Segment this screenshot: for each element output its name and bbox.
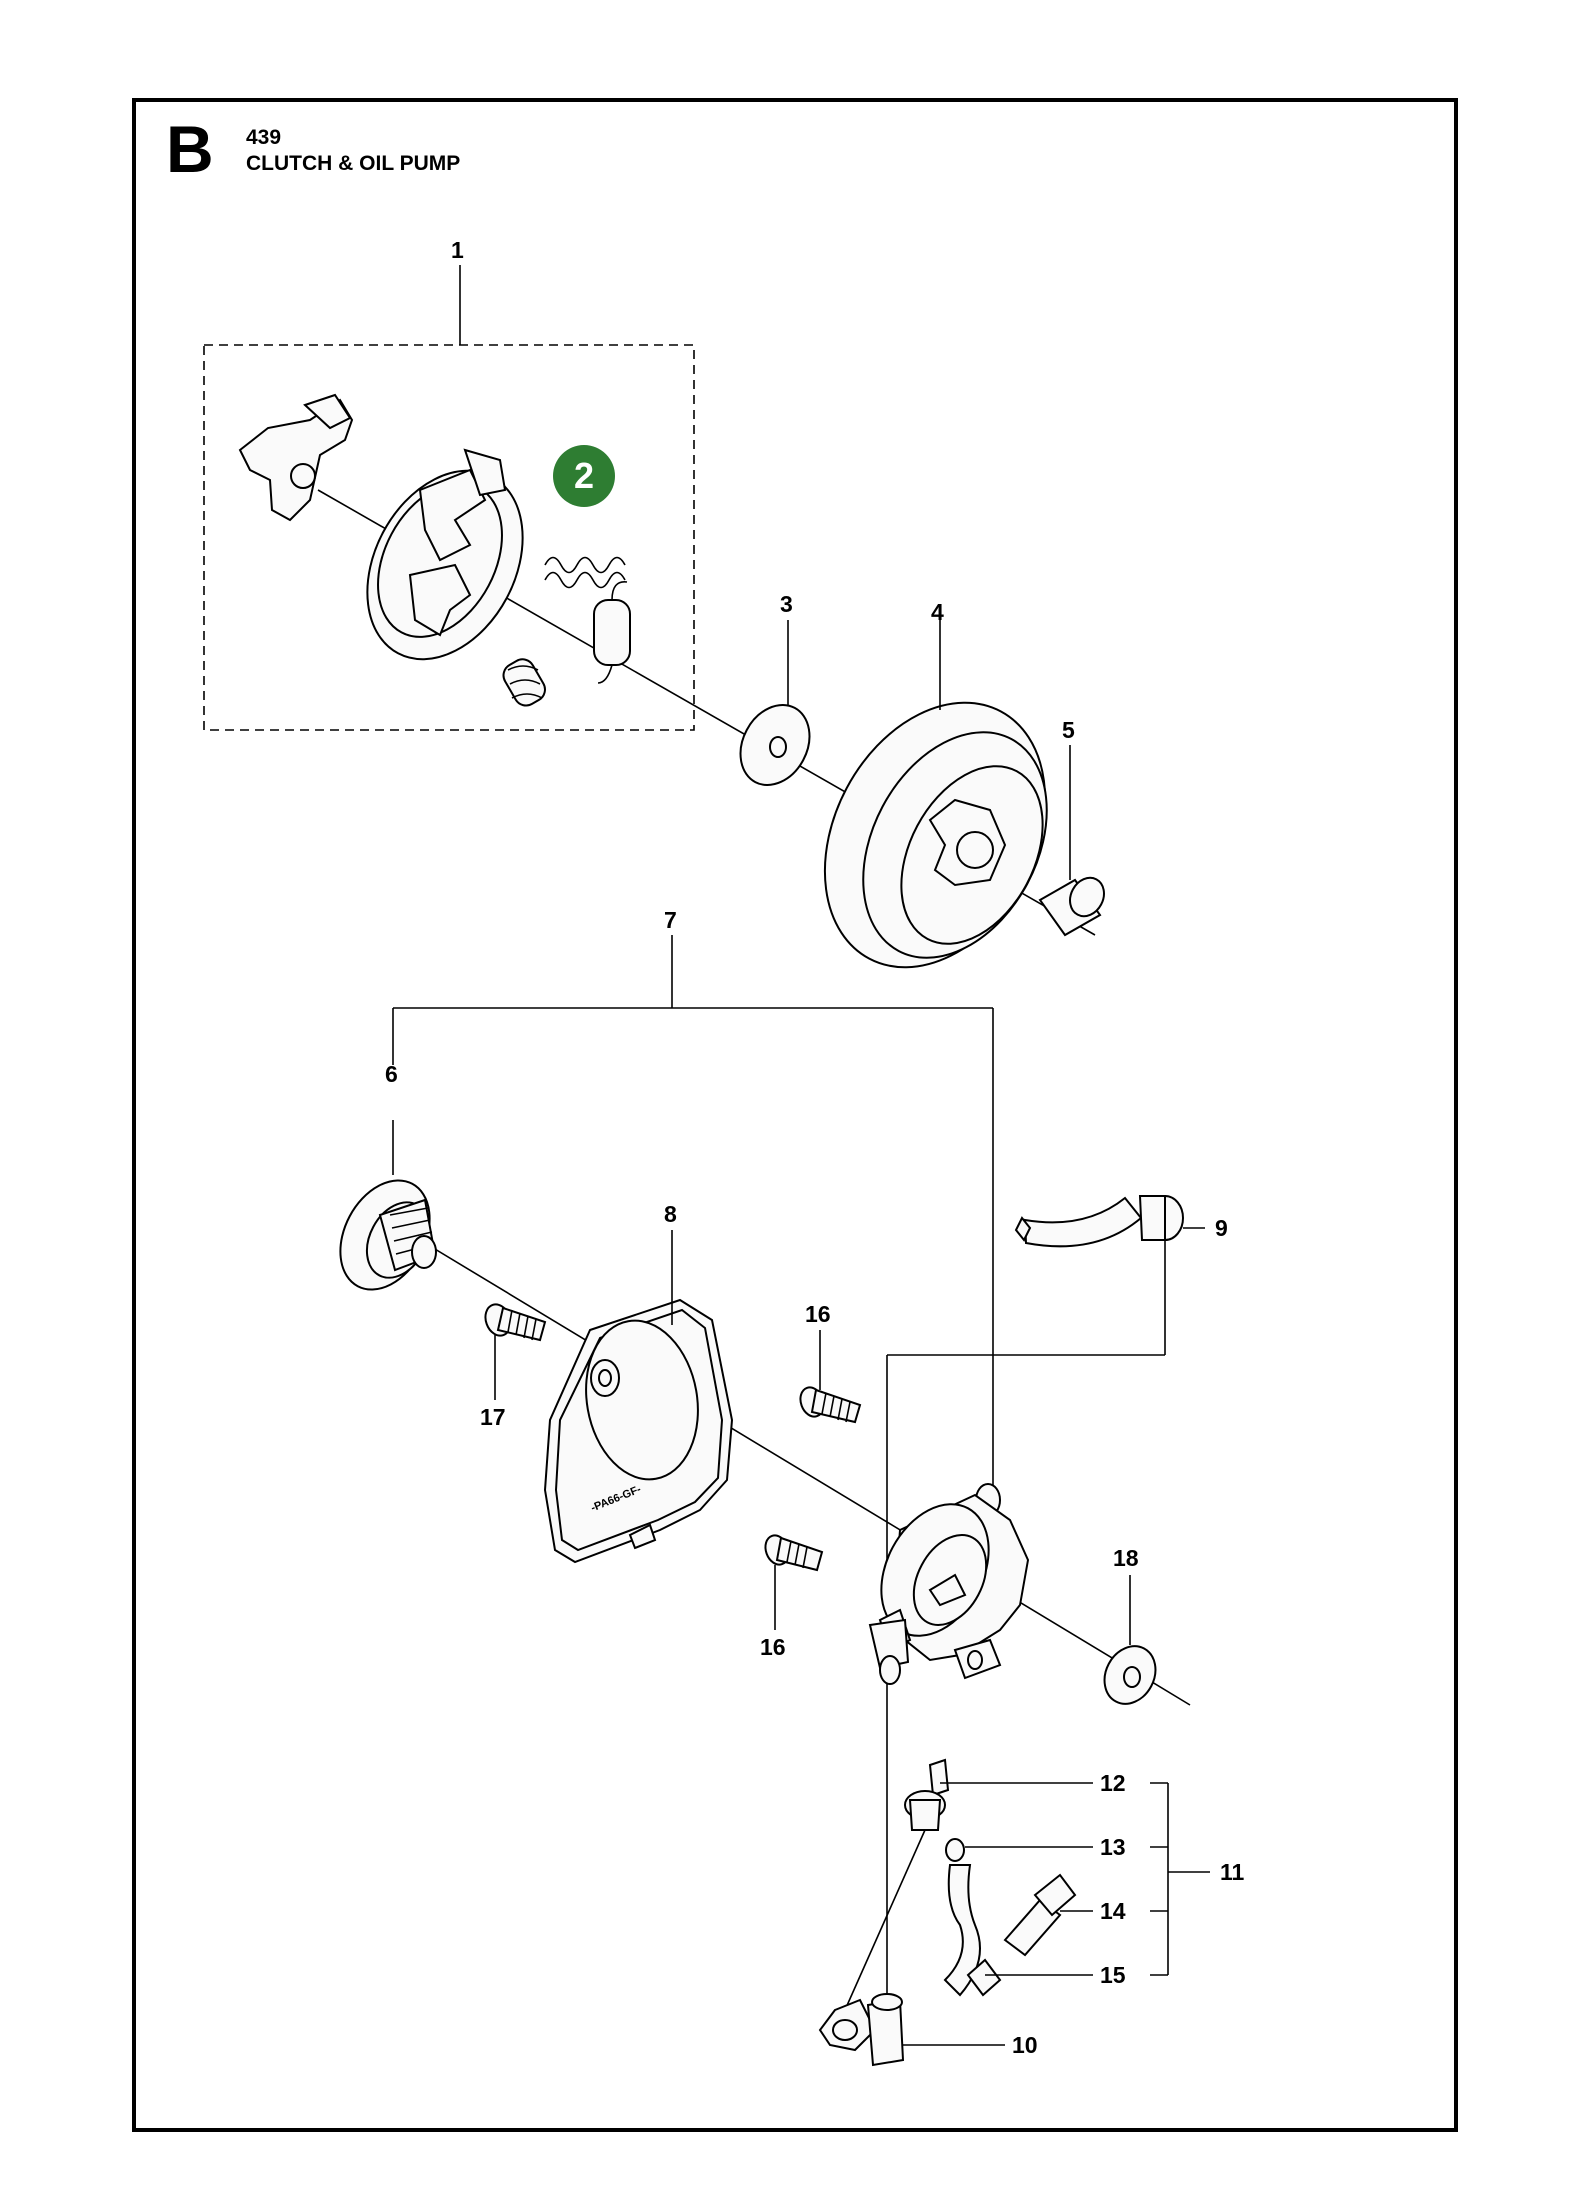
callout-17: 17 xyxy=(480,1404,506,1430)
worm-gear-part-6 xyxy=(339,1120,437,1291)
section-letter: B xyxy=(166,112,214,186)
reference-badge-label: 2 xyxy=(574,455,594,496)
clutch-drum-part-4 xyxy=(823,620,1048,969)
callout-12: 12 xyxy=(1100,1770,1126,1796)
clutch-group-box xyxy=(203,265,695,731)
clutch-shoe xyxy=(238,393,354,522)
leader-lines-11-15 xyxy=(940,1782,1210,1976)
clutch-spring-small xyxy=(544,556,626,589)
callout-16-lower: 16 xyxy=(760,1634,786,1660)
callout-4: 4 xyxy=(931,599,944,625)
clutch-spring-lower xyxy=(502,658,546,707)
callout-16-upper: 16 xyxy=(805,1301,831,1327)
callout-10: 10 xyxy=(1012,2032,1038,2058)
callout-13: 13 xyxy=(1100,1834,1126,1860)
callout-15: 15 xyxy=(1100,1962,1126,1988)
callout-6: 6 xyxy=(385,1061,398,1087)
oil-hose-part-9 xyxy=(886,1195,1205,2047)
callout-14: 14 xyxy=(1100,1898,1126,1924)
clutch-spring-large xyxy=(593,581,631,684)
page-title: CLUTCH & OIL PUMP xyxy=(246,152,461,175)
suction-hose-assembly xyxy=(844,1758,1077,2011)
model-number: 439 xyxy=(246,126,282,149)
callout-7: 7 xyxy=(664,907,677,933)
callout-9: 9 xyxy=(1215,1215,1228,1241)
callout-1: 1 xyxy=(451,237,464,263)
pump-axis-line xyxy=(419,1239,1191,1706)
callout-5: 5 xyxy=(1062,717,1075,743)
washer-part-18 xyxy=(1103,1575,1157,1705)
diagram-frame xyxy=(132,98,1458,2132)
screw-part-17 xyxy=(484,1303,547,1400)
connector-part-10 xyxy=(818,1993,1005,2067)
cover-plate-part-8: -PA66-GF- xyxy=(543,1230,734,1564)
group-bracket-part-7 xyxy=(392,935,994,1495)
screw-part-16-upper xyxy=(799,1330,862,1424)
callout-8: 8 xyxy=(664,1201,677,1227)
oil-pump-body xyxy=(868,1483,1030,1685)
screw-part-16-lower xyxy=(764,1534,824,1630)
callout-11: 11 xyxy=(1220,1859,1245,1885)
washer-part-3 xyxy=(739,620,811,787)
clutch-hub xyxy=(366,448,524,661)
callout-3: 3 xyxy=(780,591,793,617)
reference-badge: 2 xyxy=(553,445,615,507)
callout-18: 18 xyxy=(1113,1545,1139,1571)
needle-bearing-part-5 xyxy=(1038,745,1105,937)
